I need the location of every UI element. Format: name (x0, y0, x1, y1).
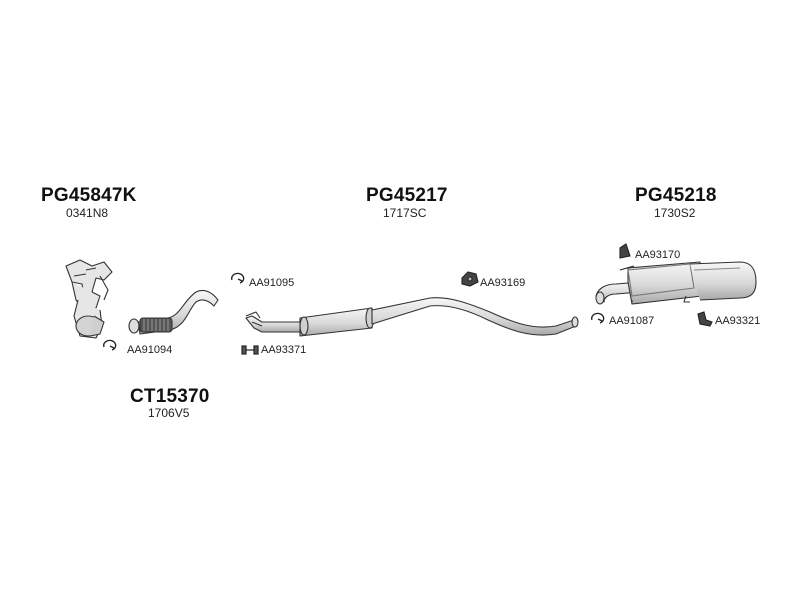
hanger-icon (697, 311, 713, 327)
middle-silencer-pipe-icon (245, 297, 579, 337)
rear-silencer-icon (595, 261, 757, 305)
part-number-manifold: PG45847K (41, 185, 137, 206)
clamp-icon (231, 272, 245, 284)
clamp-icon (591, 312, 605, 324)
rubber-mount-icon (461, 271, 479, 287)
accessory-label-aa91087: AA91087 (609, 315, 655, 327)
part-number-middle-pipe: PG45217 (366, 185, 448, 206)
accessory-label-aa91094: AA91094 (127, 344, 173, 356)
accessory-label-aa93321: AA93321 (715, 315, 761, 327)
accessory-label-aa93371: AA93371 (261, 344, 307, 356)
part-number-rear-silencer: PG45218 (635, 185, 717, 206)
catalytic-manifold-icon (65, 259, 113, 339)
part-number-front-pipe: CT15370 (130, 386, 210, 407)
accessory-label-aa93169: AA93169 (480, 277, 526, 289)
part-code-middle-pipe: 1717SC (383, 206, 427, 220)
bracket-icon (619, 243, 635, 271)
part-code-front-pipe: 1706V5 (148, 406, 190, 420)
part-code-manifold: 0341N8 (66, 206, 109, 220)
part-code-rear-silencer: 1730S2 (654, 206, 696, 220)
clamp-icon (103, 339, 117, 351)
accessory-label-aa91095: AA91095 (249, 277, 295, 289)
accessory-label-aa93170: AA93170 (635, 249, 681, 261)
bolt-icon (241, 345, 259, 355)
flex-front-pipe-icon (128, 289, 219, 335)
